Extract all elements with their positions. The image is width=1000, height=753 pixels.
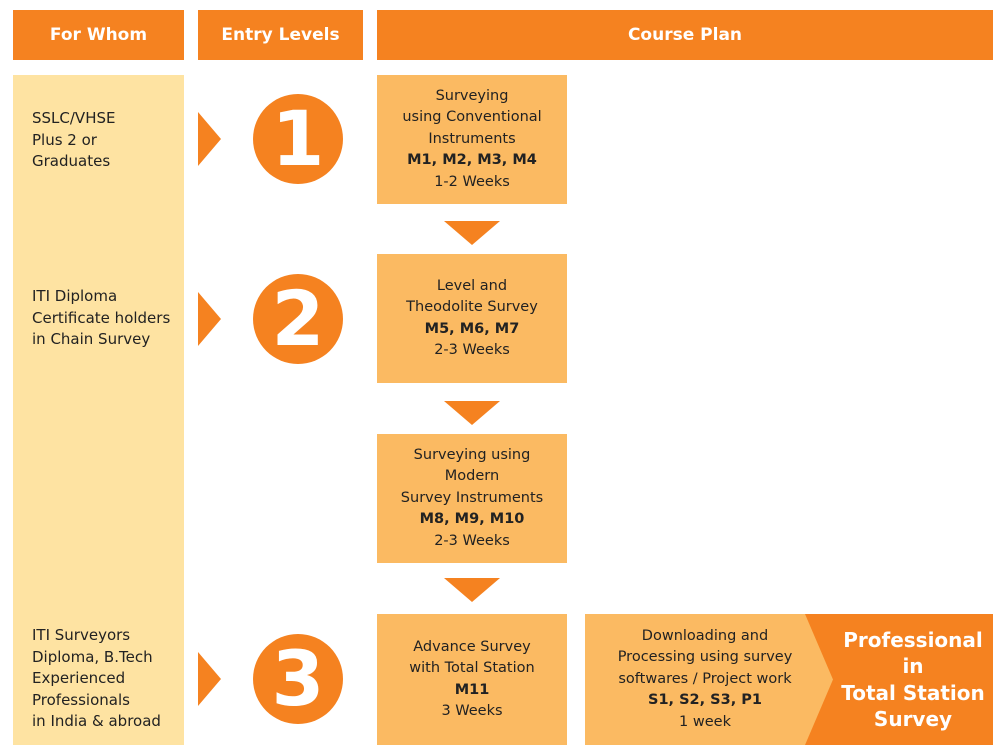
text-line: with Total Station: [409, 660, 535, 676]
text-line: Theodolite Survey: [406, 299, 538, 315]
text-line: Certificate holders: [32, 308, 171, 327]
text-line: in: [902, 654, 924, 678]
text-line: Professionals: [32, 690, 130, 709]
duration: 2-3 Weeks: [434, 532, 510, 549]
arrow-right-icon: [198, 652, 221, 706]
text-line: Graduates: [32, 152, 111, 170]
text-line: Downloading and: [641, 627, 769, 644]
arrow-down-icon: [444, 401, 500, 425]
text-line: ITI Diploma: [32, 287, 118, 305]
modules: S1, S2, S3, P1: [648, 692, 762, 709]
duration: 3 Weeks: [441, 703, 503, 719]
arrow-right-icon: [198, 292, 221, 346]
duration: 1 week: [679, 713, 731, 730]
text-line: ITI Surveyors: [32, 626, 131, 644]
for-whom-group-1: SSLC/VHSE Plus 2 or Graduates: [32, 108, 115, 173]
text-line: Processing using survey: [617, 649, 793, 666]
course-box-4: Advance Survey with Total Station M11 3 We…: [377, 614, 567, 745]
text-line: SSLC/VHSE: [32, 109, 116, 127]
text-line: Instruments: [428, 130, 516, 147]
arrow-down-icon: [444, 221, 500, 245]
text-line: Diploma, B.Tech: [32, 647, 153, 666]
text-line: Surveying: [435, 87, 509, 104]
header-course-plan: Course Plan: [377, 10, 993, 60]
level-badge-1: 1: [253, 94, 343, 184]
text-line: Experienced: [32, 669, 126, 687]
arrow-down-icon: [444, 578, 500, 602]
text-line: in Chain Survey: [32, 330, 151, 348]
text-line: in India & abroad: [32, 712, 161, 730]
modules: M8, M9, M10: [419, 511, 525, 528]
text-line: Surveying using: [413, 446, 531, 463]
duration: 2-3 Weeks: [434, 342, 510, 358]
text-line: Total Station: [841, 680, 985, 705]
text-line: Survey: [873, 707, 953, 731]
header-entry-levels: Entry Levels: [198, 10, 363, 60]
text-line: Plus 2 or: [32, 130, 97, 149]
final-stage-banner: [585, 614, 993, 745]
header-for-whom: For Whom: [13, 10, 184, 60]
level-badge-2: 2: [253, 274, 343, 364]
text-line: Level and: [436, 277, 508, 294]
text-line: softwares / Project work: [618, 670, 792, 687]
arrow-right-icon: [198, 112, 221, 166]
modules: M11: [454, 681, 490, 698]
text-line: Advance Survey: [413, 638, 531, 655]
text-line: Survey Instruments: [400, 489, 544, 506]
level-badge-3: 3: [253, 634, 343, 724]
chevron-shape: [585, 614, 833, 745]
text-line: using Conventional: [402, 109, 542, 126]
duration: 1-2 Weeks: [434, 173, 510, 190]
modules: M1, M2, M3, M4: [407, 152, 537, 169]
for-whom-panel: [13, 75, 184, 745]
text-line: Professional: [843, 627, 983, 652]
text-line: Modern: [444, 468, 500, 485]
modules: M5, M6, M7: [424, 320, 520, 337]
